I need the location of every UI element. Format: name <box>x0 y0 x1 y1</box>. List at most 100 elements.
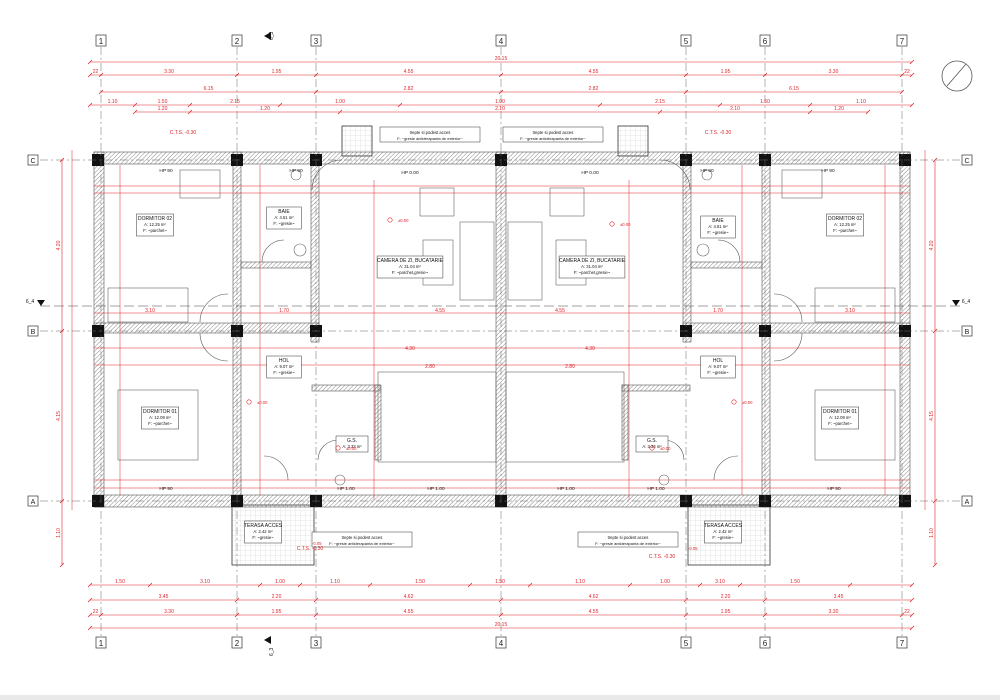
room-area: A: 12.25 m² <box>144 222 166 227</box>
room-name: BAIE <box>712 218 724 224</box>
dim-bottom-row1-label: 1.50 <box>115 579 125 585</box>
dim-bottom-row2-label: 3.45 <box>159 594 169 600</box>
dim-top-row3-label: 6.15 <box>204 86 214 92</box>
dim-bottom-row3-label: 1.95 <box>721 609 731 615</box>
room-tag-box <box>558 255 626 279</box>
axis-bubble <box>95 34 107 47</box>
dim-right-tick <box>932 157 938 163</box>
dim-bottom-row1-label: 1.00 <box>275 579 285 585</box>
dim-top-row4b-tick <box>807 109 813 115</box>
room-area: A: 9.07 m² <box>708 364 728 369</box>
door-swing <box>199 332 229 362</box>
dim-top-row2-label: 4.55 <box>589 69 599 75</box>
opening-label: HP 90 <box>159 168 173 174</box>
dim-bottom-row3-tick <box>683 612 689 618</box>
dim-top-row2-label: 1.95 <box>272 69 282 75</box>
level-cts: C.T.S. -0.30 <box>649 554 676 560</box>
dim-top-row3-tick <box>683 89 689 95</box>
room-area: A: 3.33 m² <box>642 444 662 449</box>
opening-label: HP 1.00 <box>337 486 355 492</box>
furniture <box>107 169 896 486</box>
room-name: DORMITOR 02 <box>138 216 172 222</box>
opening-label: HP 0.00 <box>581 170 599 176</box>
room-area: A: 12.09 m² <box>829 415 851 420</box>
callout-box <box>379 126 481 143</box>
dim-right-label: 1.10 <box>929 528 935 538</box>
dim-bottom-row1-label: 3.10 <box>715 579 725 585</box>
north-arrow-circle <box>941 60 973 92</box>
dim-left-tick <box>59 562 65 568</box>
room-floor: F: ~parchet~ <box>148 421 172 426</box>
dim-bottom-overall-tick <box>87 625 93 631</box>
dim-bottom-overall-label: 20.15 <box>495 622 508 628</box>
dim-top-row3-tick <box>899 89 905 95</box>
opening-label: HP 90 <box>700 168 714 174</box>
dim-bottom-row3-label: 22 <box>93 609 99 615</box>
dim-bottom-row3-tick <box>313 612 319 618</box>
room-name: HOL <box>279 358 290 364</box>
room-tag-box <box>826 213 864 237</box>
wall-axis5-right <box>682 151 692 343</box>
callout-box <box>311 531 413 548</box>
room-name: TERASA ACCES <box>244 523 283 529</box>
room-tags: DORMITOR 02A: 12.25 m² F: ~parchet~ BAIE A:… <box>136 206 864 544</box>
room-area: A: 2.42 m² <box>713 529 733 534</box>
door-swings <box>199 159 803 481</box>
level-zero: ±0.00 <box>660 446 671 451</box>
axis-label-vertical: 2 <box>235 639 240 648</box>
dim-top-row2-tick <box>234 72 240 78</box>
walls <box>93 151 911 508</box>
axis-bubble <box>231 34 243 47</box>
dim-bottom-row1-label: 1.10 <box>575 579 585 585</box>
dim-bottom-row2-tick <box>498 597 504 603</box>
bed-left-top <box>107 287 189 323</box>
section-label-left: 6_4 <box>26 299 35 305</box>
dim-bottom-row3-label: 3.30 <box>829 609 839 615</box>
dim-top-row4-label: 1.50 <box>760 99 770 105</box>
axis-label-horizontal: B <box>965 329 970 336</box>
room-name: G.S. <box>647 438 657 444</box>
kitchen-left <box>459 221 495 301</box>
callout-line1: trepte si podest acces <box>342 535 383 540</box>
room-area: A: 2.42 m² <box>253 529 273 534</box>
axis-label-vertical: 1 <box>99 639 104 648</box>
callout-box <box>502 126 604 143</box>
dim-top-row3-label: 2.82 <box>589 86 599 92</box>
dim-bottom-row3-tick <box>234 612 240 618</box>
room-area: A: 31.04 m² <box>581 264 603 269</box>
callout-line2: F: ~gresie antiderapanta de exterior~ <box>397 136 463 141</box>
dim-interior-label: 4.55 <box>435 308 445 314</box>
dim-top-overall-label: 20.15 <box>495 56 508 62</box>
callout-line1: trepte si podest acces <box>533 130 574 135</box>
wall-wc-right <box>621 384 691 392</box>
desk-left <box>179 169 221 199</box>
level-cts: C.T.S. -0.30 <box>170 130 197 136</box>
dim-bottom-overall-tick <box>909 625 915 631</box>
level-symbol <box>246 399 252 405</box>
room-tag-box <box>266 206 302 230</box>
dim-left-tick <box>59 328 65 334</box>
room-area: A: 31.04 m² <box>399 264 421 269</box>
room-name: TERASA ACCES <box>704 523 743 529</box>
room-name: HOL <box>713 358 724 364</box>
basin-right <box>701 169 713 181</box>
dim-top-row4b-label: 1.20 <box>260 106 270 112</box>
dim-top-row3-tick <box>498 89 504 95</box>
dim-bottom-row1-tick <box>847 582 853 588</box>
dim-bottom-row3-tick <box>98 612 104 618</box>
level-symbol <box>731 399 737 405</box>
room-floor: F: ~parchet,gresie~ <box>392 270 429 275</box>
callout-line1: trepte si podest acces <box>410 130 451 135</box>
dim-right-tick <box>932 498 938 504</box>
dim-top-row3-label: 2.82 <box>404 86 414 92</box>
callout-box <box>577 531 679 548</box>
dim-bottom-row1-tick <box>737 582 743 588</box>
axis-label-vertical: 7 <box>900 639 905 648</box>
axis-label-horizontal: A <box>965 499 970 506</box>
dim-top-row4b-tick <box>865 109 871 115</box>
wall-mid-left <box>93 322 320 334</box>
dim-bottom-row1-label: 1.50 <box>790 579 800 585</box>
